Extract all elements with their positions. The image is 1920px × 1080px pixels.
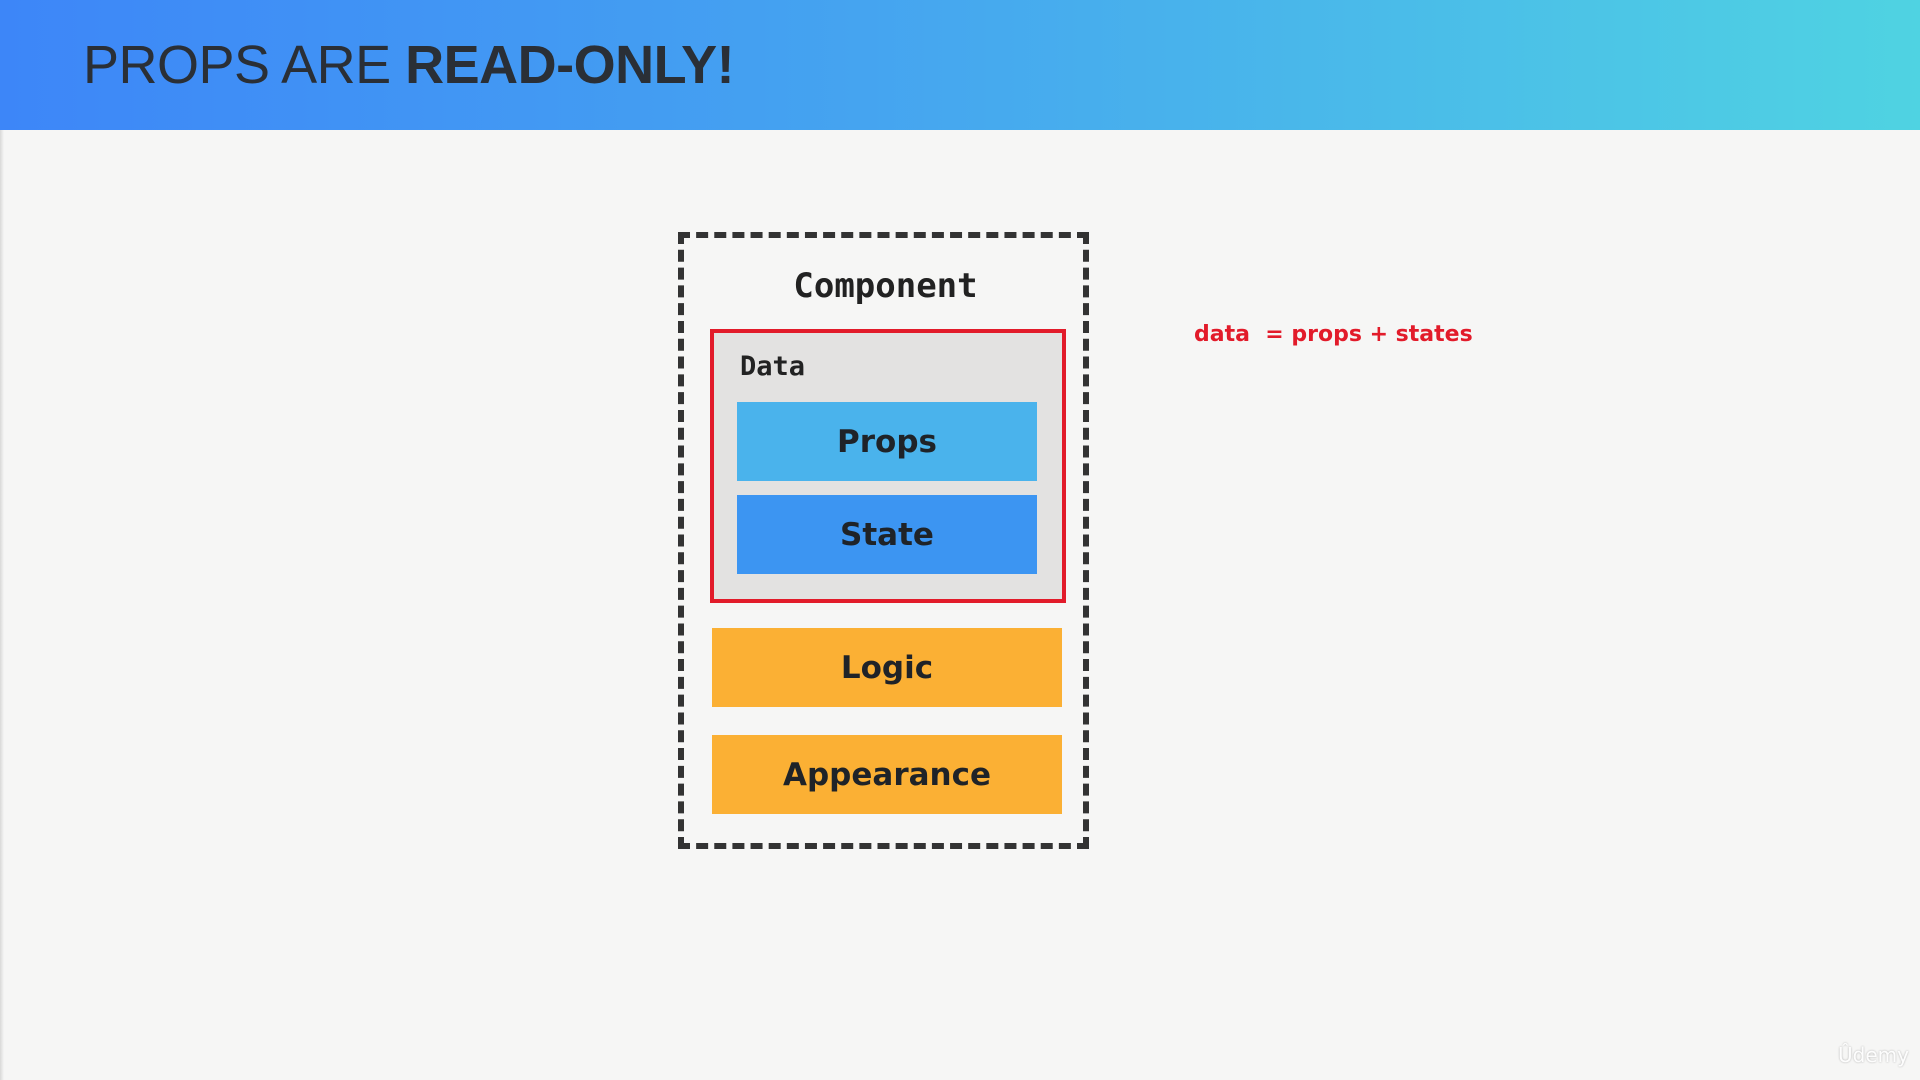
left-edge-shadow — [0, 130, 4, 1080]
state-label: State — [840, 516, 934, 553]
data-equation-annotation: data = props + states — [1194, 322, 1473, 347]
slide-title: PROPS ARE READ-ONLY! — [83, 32, 735, 98]
slide-header-bar: PROPS ARE READ-ONLY! — [0, 0, 1920, 130]
appearance-block: Appearance — [712, 735, 1062, 814]
data-label: Data — [740, 351, 806, 382]
logic-block: Logic — [712, 628, 1062, 707]
appearance-label: Appearance — [783, 756, 991, 793]
slide-title-regular: PROPS ARE — [83, 35, 406, 95]
component-dashed-box — [678, 232, 1089, 849]
udemy-watermark: Ûdemy — [1838, 1043, 1909, 1067]
props-label: Props — [837, 423, 937, 460]
state-block: State — [737, 495, 1037, 574]
props-block: Props — [737, 402, 1037, 481]
logic-label: Logic — [840, 649, 934, 686]
component-label: Component — [793, 266, 978, 306]
slide-title-bold: READ-ONLY! — [405, 35, 735, 95]
